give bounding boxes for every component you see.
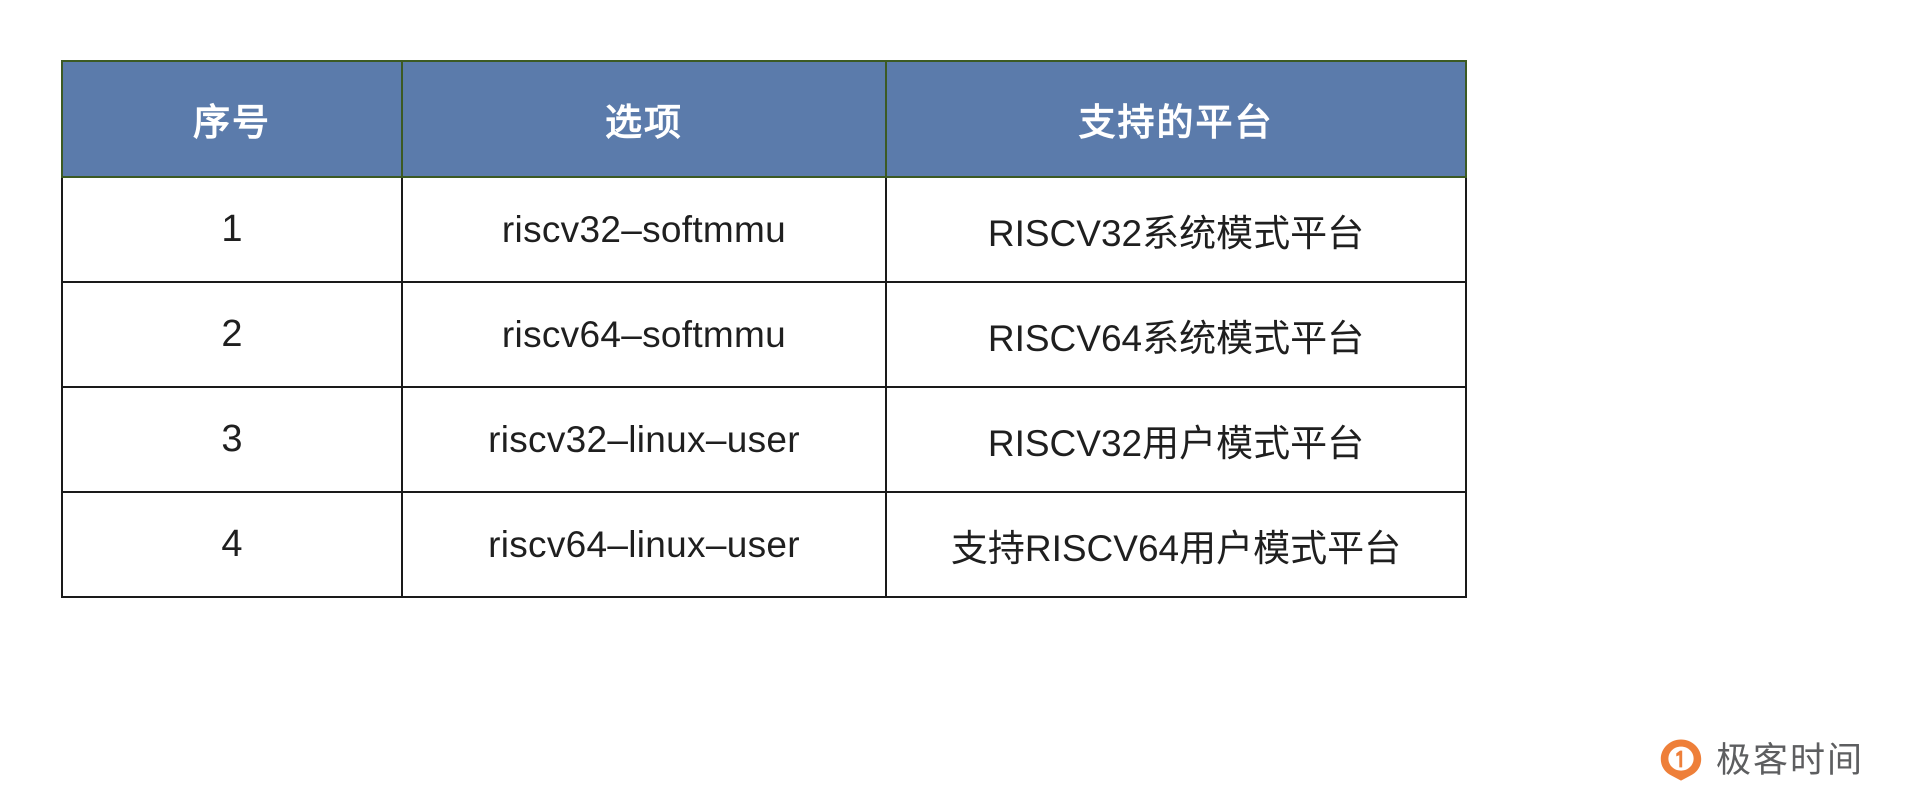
geektime-circle-logo-icon: [1659, 738, 1703, 782]
cell-option: riscv32–linux–user: [401, 386, 887, 493]
cell-index: 3: [61, 386, 403, 493]
table-row: 2 riscv64–softmmu RISCV64系统模式平台: [61, 281, 1467, 388]
watermark: 极客时间: [1659, 738, 1864, 782]
cell-platform: 支持RISCV64用户模式平台: [885, 491, 1467, 598]
watermark-brand-text: 极客时间: [1715, 740, 1864, 780]
cell-platform: RISCV32用户模式平台: [885, 386, 1467, 493]
options-table: 序号 选项 支持的平台 1 riscv32–softmmu RISCV32系统模…: [61, 60, 1467, 598]
table-row: 4 riscv64–linux–user 支持RISCV64用户模式平台: [61, 491, 1467, 598]
cell-option: riscv32–softmmu: [401, 176, 887, 283]
cell-option: riscv64–softmmu: [401, 281, 887, 388]
cell-option: riscv64–linux–user: [401, 491, 887, 598]
cell-platform: RISCV32系统模式平台: [885, 176, 1467, 283]
table-body: 1 riscv32–softmmu RISCV32系统模式平台 2 riscv6…: [61, 176, 1467, 598]
table-row: 1 riscv32–softmmu RISCV32系统模式平台: [61, 176, 1467, 283]
table-header: 序号 选项 支持的平台: [61, 60, 1467, 178]
column-header-index: 序号: [61, 60, 403, 178]
cell-index: 2: [61, 281, 403, 388]
cell-index: 1: [61, 176, 403, 283]
table-row: 3 riscv32–linux–user RISCV32用户模式平台: [61, 386, 1467, 493]
table-header-row: 序号 选项 支持的平台: [61, 60, 1467, 178]
cell-index: 4: [61, 491, 403, 598]
cell-platform: RISCV64系统模式平台: [885, 281, 1467, 388]
column-header-option: 选项: [401, 60, 887, 178]
column-header-platform: 支持的平台: [885, 60, 1467, 178]
